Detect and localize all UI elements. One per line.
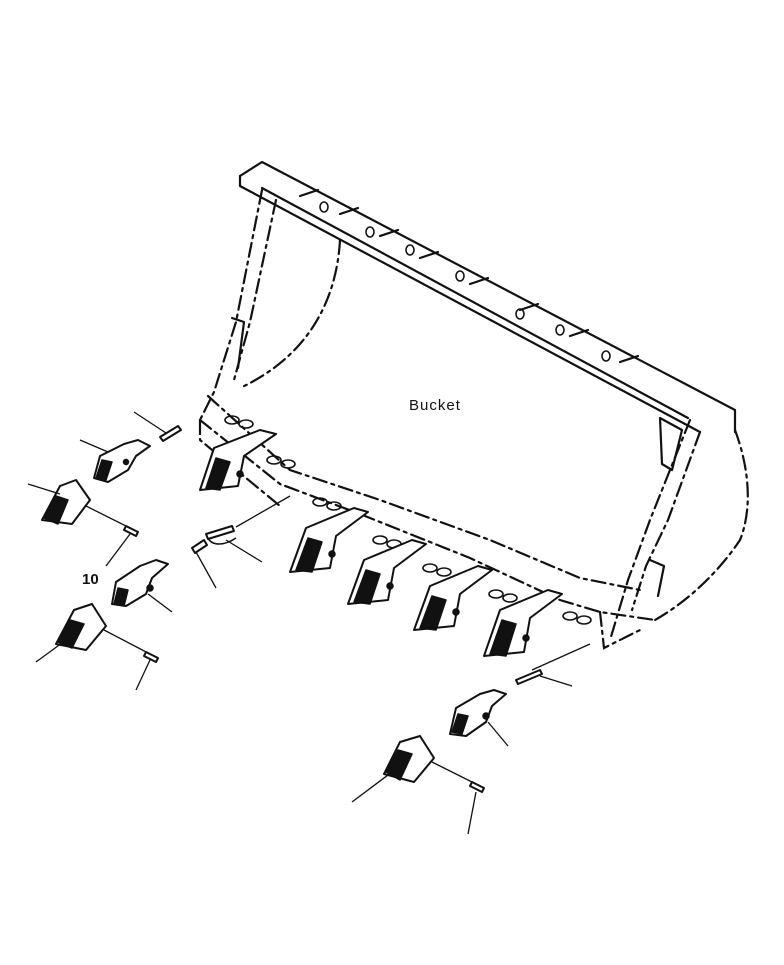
adapter: [111, 559, 173, 613]
mounted-teeth: [199, 429, 563, 657]
mounted-tooth: [199, 429, 277, 491]
lock-washer: [191, 539, 217, 589]
exploded-parts-group-3: [351, 643, 591, 835]
tooth-pin: [105, 525, 139, 567]
adapter: [449, 689, 509, 747]
bucket-body: [198, 160, 749, 650]
bucket-tooth: [351, 735, 477, 803]
exploded-parts-group-1: [27, 411, 182, 567]
bucket-label: Bucket: [409, 397, 461, 414]
bucket-tooth: [35, 603, 151, 663]
tooth-pin: [467, 781, 485, 835]
retaining-pin: [205, 495, 291, 563]
mounted-tooth: [289, 507, 369, 573]
retaining-pin: [515, 643, 591, 687]
mounted-tooth: [347, 539, 427, 605]
tooth-pin: [135, 651, 159, 691]
exploded-pins-center: [191, 495, 291, 589]
callout-number: 10: [82, 571, 99, 588]
retaining-pin: [133, 411, 182, 442]
exploded-parts-group-2: [35, 559, 173, 691]
mounted-tooth: [483, 589, 563, 657]
adapter: [79, 439, 151, 483]
mounted-tooth: [413, 565, 493, 631]
bucket-tooth: [27, 479, 131, 529]
